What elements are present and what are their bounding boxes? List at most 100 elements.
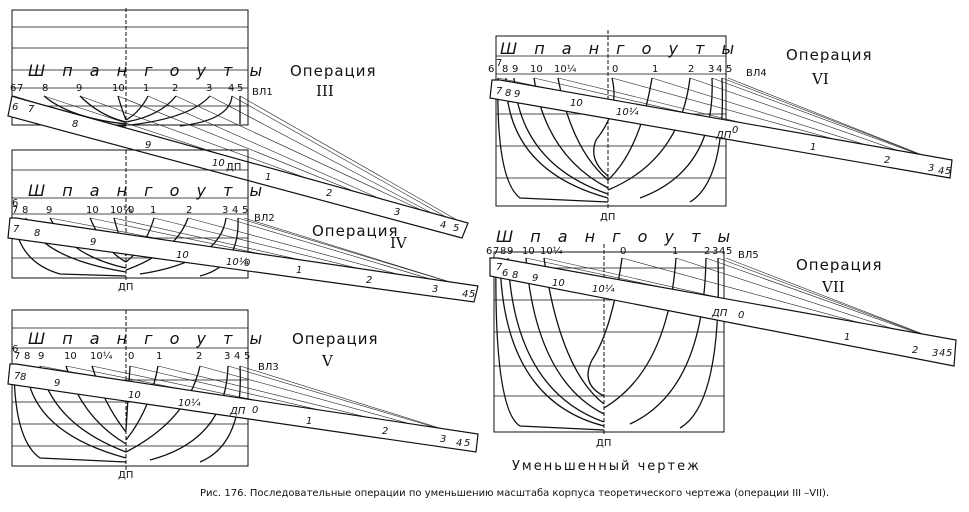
tick: 3	[206, 83, 212, 94]
tick: 1	[156, 351, 162, 362]
frames-header: Ш п а н г о у т ы	[28, 329, 268, 348]
rule-tick: 4	[440, 220, 446, 231]
rule-tick: ДП	[715, 130, 732, 141]
tick: 5	[726, 64, 732, 75]
rule-tick: 4	[938, 166, 944, 177]
rule-tick: ДП	[229, 406, 246, 417]
tick: 6	[486, 246, 492, 257]
top-ticks-vii: 6 7 8 9 10 10¼ 0 1 2 3 4 5	[486, 245, 732, 257]
rule-tick: 5	[464, 438, 470, 449]
tick: 4	[228, 83, 234, 94]
tick: 3	[224, 351, 230, 362]
rule-tick: 9	[54, 378, 60, 389]
tick: 7	[17, 83, 23, 94]
rule-tick: 2	[912, 345, 918, 356]
tick: 8	[24, 351, 30, 362]
frames-header: Ш п а н г о у т ы	[500, 39, 740, 58]
rule-tick: 10	[176, 250, 189, 261]
rule-ticks-iv: 7 8 9 10 10¼ 0 1 2 3 4 5	[13, 224, 475, 300]
tick: 3	[222, 205, 228, 216]
tick: 2	[704, 246, 710, 257]
rule-tick: 8	[34, 228, 40, 239]
rule-tick: 2	[326, 188, 332, 199]
tick: 8	[22, 205, 28, 216]
tick: 2	[688, 64, 694, 75]
rule-tick: 7	[496, 262, 503, 273]
tick: 8	[500, 246, 506, 257]
rule-tick: 10¼	[226, 256, 249, 268]
operation-number: IV	[390, 234, 408, 252]
rule-tick: 1	[844, 332, 850, 343]
rule-tick: 1	[296, 265, 302, 276]
rule-tick: 10	[212, 158, 225, 169]
rule-tick: 8	[20, 372, 26, 383]
rule-tick: 4	[939, 348, 945, 359]
rule-tick: 2	[366, 275, 372, 286]
tick: 9	[507, 246, 513, 257]
tick: 4	[234, 351, 240, 362]
operation-iv-panel: Ш п а н г о у т ы 6 7 8 9 10 10¼ 0 1 2 3…	[7, 149, 479, 303]
waterline-label: ВЛ1	[252, 87, 273, 98]
tick: 3	[708, 64, 714, 75]
rule-tick: 3	[928, 163, 934, 174]
tick: 2	[186, 205, 192, 216]
tick: 2	[196, 351, 202, 362]
operation-iii-panel: Ш п а н г о у т ы 6 7 8 9 10 1 2 3 4 5 В…	[7, 8, 469, 239]
rule-tick: 10¼	[178, 397, 201, 409]
rule-tick: 6	[12, 102, 18, 113]
tick: 6	[488, 64, 494, 75]
rule-tick: 1	[810, 142, 816, 153]
rule-tick: 5	[945, 166, 951, 177]
rule-ticks-vi: 7 8 9 10 10¼ ДП 0 1 2 3 4 5	[496, 86, 951, 177]
tick: 0	[620, 246, 626, 257]
figure-caption: Рис. 176. Последовательные операции по у…	[200, 488, 829, 499]
rule-tick: 10¼	[616, 106, 639, 118]
rule-tick: 3	[432, 284, 438, 295]
tick: 10¼	[540, 245, 563, 257]
center-plane-label: ДП	[118, 470, 133, 481]
top-ticks-iv: 6 7 8 9 10 10¼ 0 1 2 3 4 5	[12, 198, 248, 216]
tick: 4	[716, 64, 722, 75]
rule-tick: 9	[532, 273, 538, 284]
tick: 0	[612, 64, 618, 75]
waterline-label: ВЛ2	[254, 213, 275, 224]
tick: 4	[719, 246, 725, 257]
tick: 9	[76, 83, 82, 94]
rule-tick: 7	[14, 371, 21, 382]
rule-tick: ДП	[711, 308, 728, 319]
rule-tick: 7	[13, 224, 20, 235]
rule-tick: 2	[382, 426, 388, 437]
operation-title: Операция	[292, 330, 379, 348]
rule-tick: 4	[462, 289, 468, 300]
top-ticks-vi: 6 7 8 9 10 10¼ 0 1 2 3 4 5	[488, 58, 732, 75]
tick: 10	[530, 64, 543, 75]
tick: 0	[128, 205, 134, 216]
tick: 9	[38, 351, 44, 362]
tick: 6	[10, 83, 16, 94]
rule-tick: 10	[570, 98, 583, 109]
rule-tick: 8	[72, 119, 78, 130]
rule-tick: 0	[738, 310, 744, 321]
tick: 7	[12, 205, 18, 216]
tick: 7	[496, 58, 502, 69]
rule-tick: 2	[884, 155, 890, 166]
operation-number: III	[316, 82, 334, 100]
rule-tick: 5	[469, 289, 475, 300]
tick: 1	[150, 205, 156, 216]
center-plane-label: ДП	[600, 212, 615, 223]
frames-header: Ш п а н г о у т ы	[496, 227, 736, 246]
rule-tick: 8	[512, 270, 518, 281]
rule-tick: 0	[244, 258, 250, 269]
operation-number: VII	[821, 278, 845, 296]
tick: 6	[12, 344, 18, 355]
tick: 7	[14, 351, 20, 362]
operation-vi-panel: Ш п а н г о у т ы 6 7 8 9 10 10¼ 0 1 2 3…	[488, 30, 953, 223]
rule-tick: 9	[514, 89, 520, 100]
tick: 10	[112, 83, 125, 94]
tick: 10¼	[110, 204, 133, 216]
tick: 10	[86, 205, 99, 216]
rule-tick: 5	[453, 223, 459, 234]
tick: 8	[42, 83, 48, 94]
operation-title: Операция	[290, 62, 377, 80]
